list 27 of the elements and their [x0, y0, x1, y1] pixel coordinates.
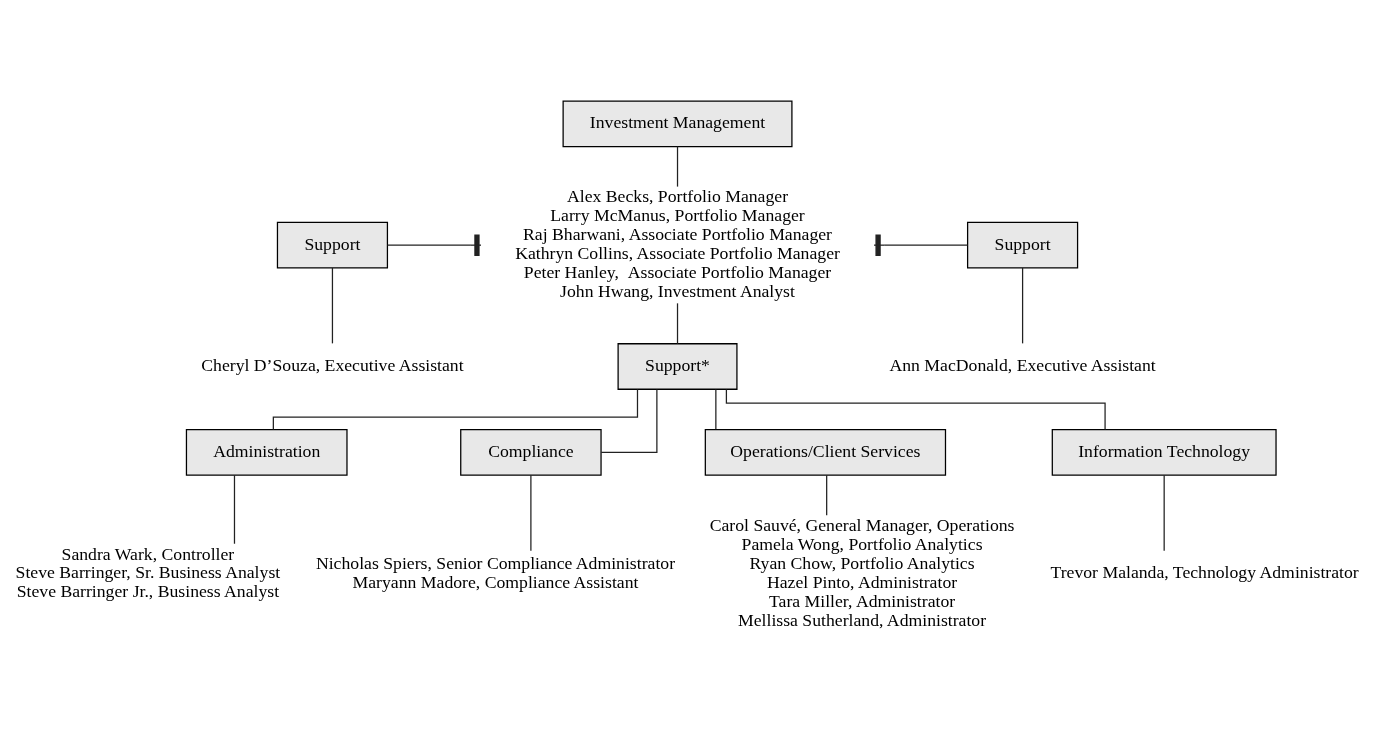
- node-text: Alex Becks, Portfolio Manager Larry McManus, Portfolio Manager Raj Bharwani, Associate Portfolio Manager Kathryn Collins, Associate Portfolio Manager Peter Hanley, Associate Portfolio Manager John Hwang, Investment Analyst: [515, 186, 840, 302]
- connector: [530, 474, 532, 552]
- node-box: Support: [276, 221, 389, 269]
- node-box: Support: [967, 221, 1079, 269]
- connector: [1021, 267, 1024, 344]
- node-text: Ann MacDonald, Executive Assistant: [889, 355, 1156, 376]
- node-box: Investment Management: [562, 100, 793, 148]
- connector: [331, 267, 334, 344]
- node-text: Carol Sauvé, General Manager, Operations Pamela Wong, Portfolio Analytics Ryan Chow, Portfolio Analytics Hazel Pinto, Administrator Tara Miller, Administrator Mellissa Sutherland, Administrator: [709, 515, 1015, 630]
- node-text: Cheryl D’Souza, Executive Assistant: [201, 355, 464, 376]
- connector: [233, 474, 236, 545]
- connector: [715, 388, 717, 430]
- node-text: Sandra Wark, Controller Steve Barringer, Sr. Business Analyst Steve Barringer Jr., Business Analyst: [15, 543, 281, 602]
- connector: [725, 388, 1106, 431]
- connector: [272, 388, 639, 431]
- node-box: Operations/Client Services: [704, 429, 947, 476]
- connector: [826, 474, 828, 516]
- node-text: Trevor Malanda, Technology Administrator: [1050, 562, 1359, 583]
- connector: [600, 388, 658, 454]
- node-box: Support*: [617, 343, 738, 390]
- node-text: Nicholas Spiers, Senior Compliance Administrator Maryann Madore, Compliance Assistant: [315, 553, 676, 592]
- node-box: Compliance: [460, 429, 602, 476]
- connector: [676, 302, 679, 345]
- connector: [676, 146, 679, 188]
- node-box: Information Technology: [1051, 429, 1277, 476]
- node-box: Administration: [185, 429, 348, 476]
- connector: [1163, 474, 1165, 552]
